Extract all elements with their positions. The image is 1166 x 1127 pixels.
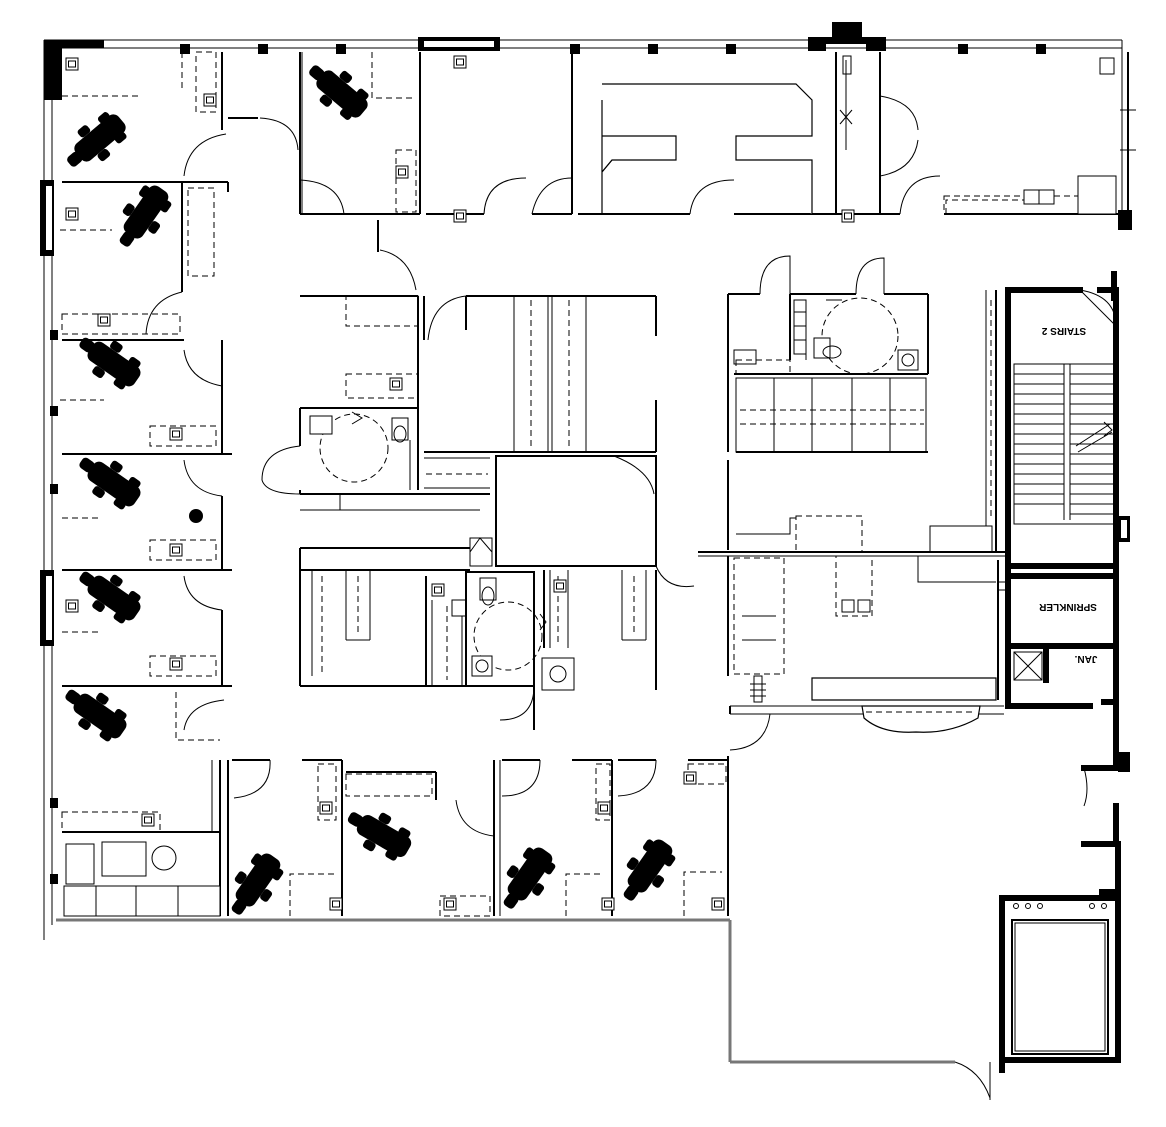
- column-icon: [50, 44, 1046, 884]
- stair-icon: [1013, 363, 1117, 525]
- sprinkler-label: SPRINKLER: [1038, 601, 1097, 612]
- left-operatories: [55, 51, 232, 917]
- jan-label: JAN.: [1074, 653, 1097, 664]
- top-rooms: [228, 52, 1136, 223]
- bottom-operatories: [218, 756, 729, 925]
- central-rooms: [261, 220, 695, 730]
- stairs-label: STAIRS 2: [1041, 325, 1086, 336]
- building-core: STAIRS 2 SPRINKLER JAN.: [954, 271, 1130, 1100]
- right-center-rooms: [698, 255, 1007, 751]
- exterior-walls: [40, 22, 1132, 1064]
- dental-chair-icon: [55, 104, 179, 749]
